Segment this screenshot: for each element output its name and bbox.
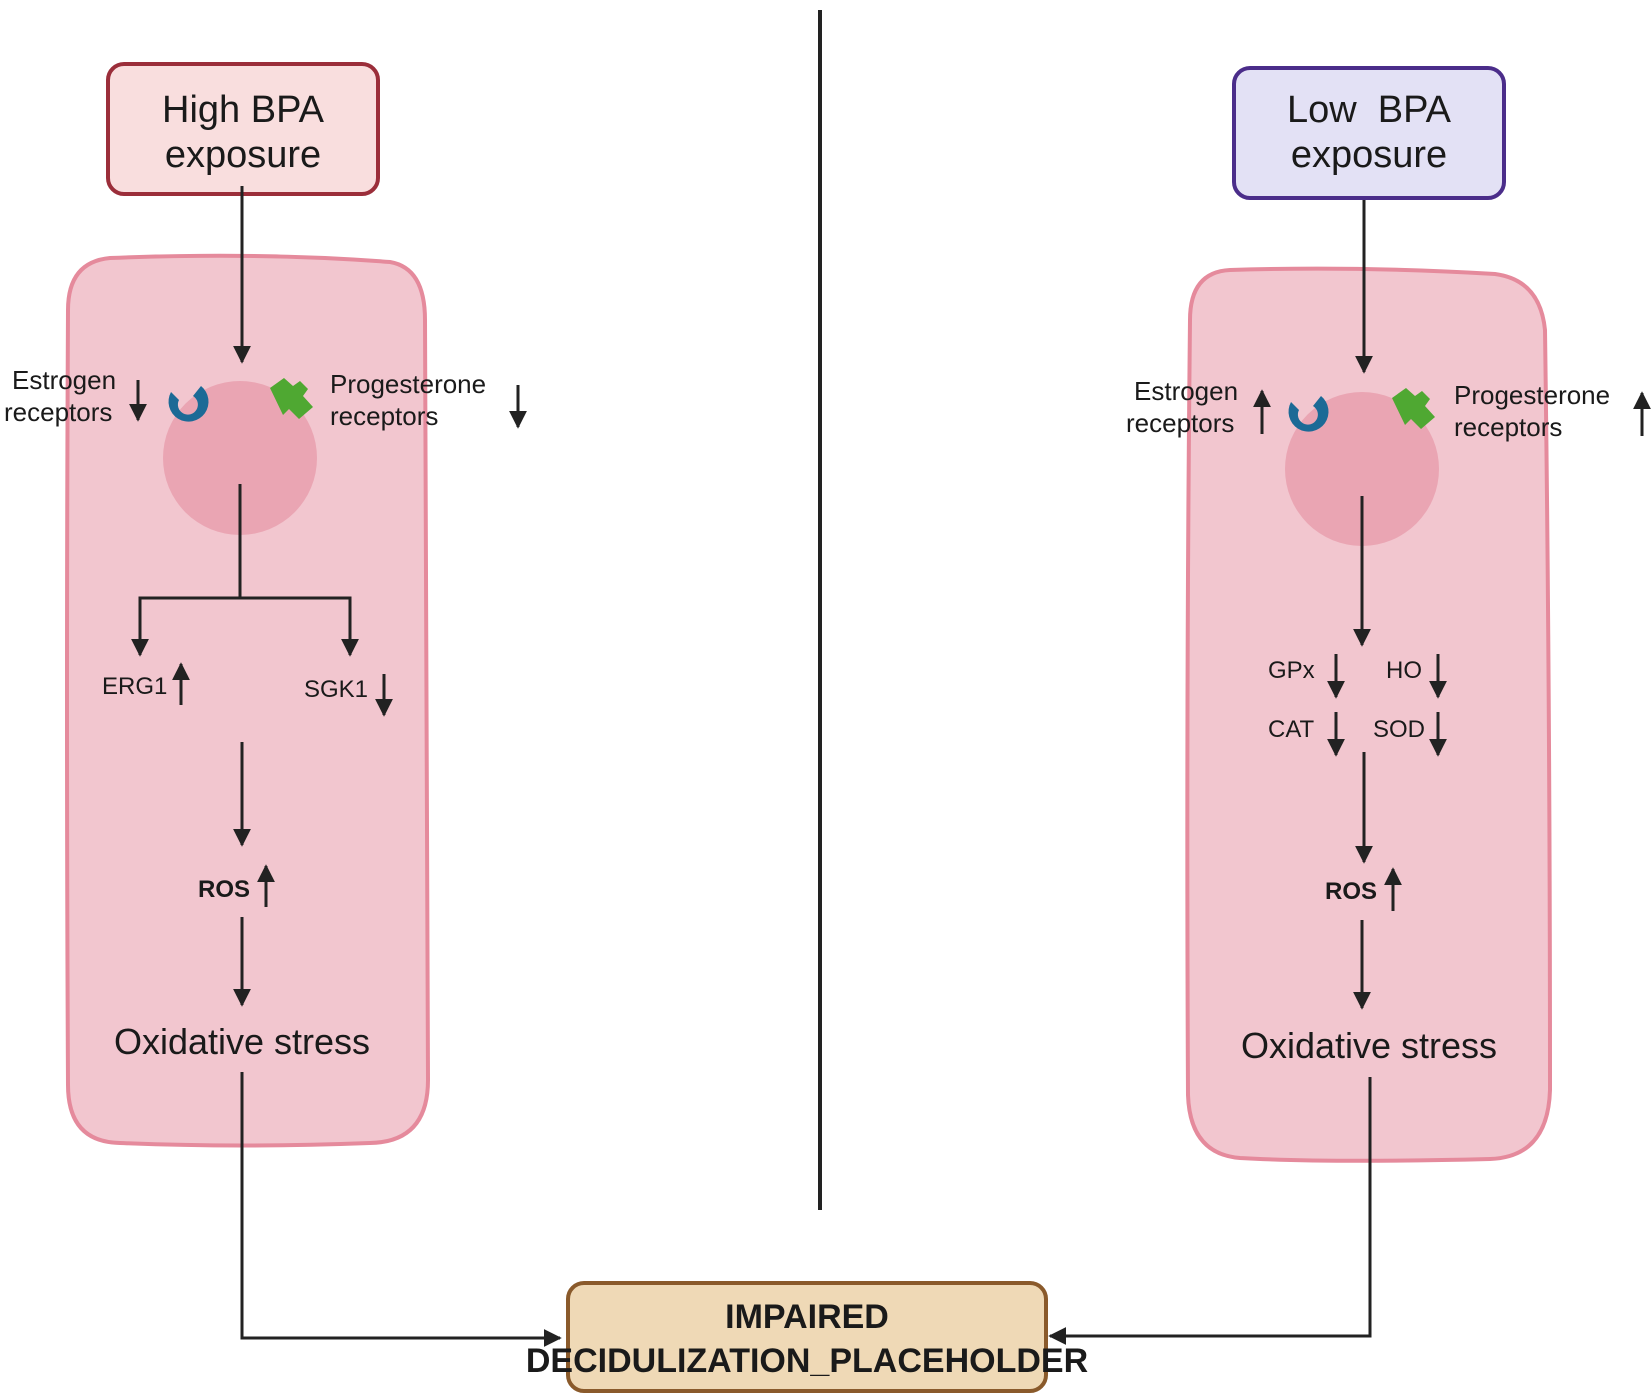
left-estrogen-receptor-icon bbox=[168, 386, 209, 422]
right-title-line1: Low BPA bbox=[1287, 89, 1452, 131]
right-estrogen-label-line2: receptors bbox=[1126, 408, 1234, 438]
left-oxidative-stress-label: Oxidative stress bbox=[114, 1021, 370, 1062]
left-branch-connector-right bbox=[240, 596, 359, 657]
left-progesterone-label-line1: Progesterone bbox=[330, 369, 486, 399]
left-panel: High BPA exposure Estrogen receptors Pro… bbox=[4, 62, 562, 1347]
result-line2: DECIDULIZATION_PLACEHOLDER bbox=[526, 1342, 1088, 1380]
right-oxidative-stress-label: Oxidative stress bbox=[1241, 1025, 1497, 1066]
right-arrow-to-result bbox=[1048, 1077, 1372, 1345]
right-progesterone-label-line2: receptors bbox=[1454, 412, 1562, 442]
left-nucleus bbox=[163, 381, 317, 535]
left-title-line2: exposure bbox=[165, 134, 321, 176]
left-branch-connector bbox=[131, 484, 242, 657]
left-cell bbox=[65, 253, 431, 1148]
right-ros-label: ROS bbox=[1325, 878, 1377, 905]
right-title-box bbox=[1232, 66, 1506, 200]
result-group: IMPAIRED DECIDULIZATION_PLACEHOLDER bbox=[526, 1281, 1088, 1393]
left-sgk1-label: SGK1 bbox=[304, 676, 368, 703]
right-estrogen-receptor-icon bbox=[1288, 396, 1329, 432]
right-gpx-label: GPx bbox=[1268, 657, 1315, 684]
left-arrow-to-result bbox=[240, 1072, 562, 1347]
right-progesterone-receptor-icon bbox=[1392, 388, 1435, 429]
left-estrogen-label-line1: Estrogen bbox=[12, 365, 116, 395]
left-progesterone-receptor-icon bbox=[270, 378, 313, 419]
right-progesterone-label-line1: Progesterone bbox=[1454, 380, 1610, 410]
right-title-line2: exposure bbox=[1291, 134, 1447, 176]
right-sod-label: SOD bbox=[1373, 716, 1425, 743]
right-estrogen-label-line1: Estrogen bbox=[1134, 376, 1238, 406]
right-nucleus bbox=[1285, 392, 1439, 546]
right-ho-label: HO bbox=[1386, 657, 1422, 684]
left-estrogen-label-line2: receptors bbox=[4, 397, 112, 427]
left-ros-label: ROS bbox=[198, 876, 250, 903]
result-box bbox=[566, 1281, 1048, 1393]
right-cell bbox=[1185, 266, 1553, 1163]
result-line1: IMPAIRED bbox=[725, 1298, 889, 1336]
left-progesterone-label-line2: receptors bbox=[330, 401, 438, 431]
left-title-line1: High BPA bbox=[162, 89, 325, 131]
right-panel: Low BPA exposure Estrogen receptors Prog… bbox=[1048, 66, 1651, 1345]
right-cat-label: CAT bbox=[1268, 716, 1315, 743]
left-erg1-label: ERG1 bbox=[102, 673, 167, 700]
